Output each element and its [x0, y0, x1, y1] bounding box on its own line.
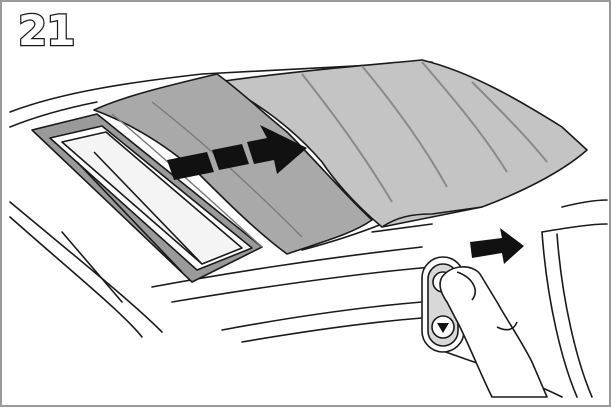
arrow-right-icon — [470, 228, 524, 264]
